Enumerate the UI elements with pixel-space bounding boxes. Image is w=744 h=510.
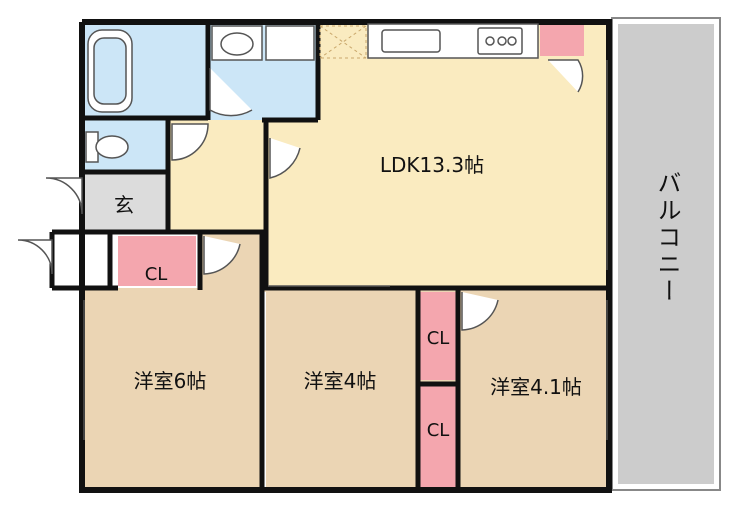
western-room-1-label: 洋室6帖 xyxy=(134,369,207,393)
entrance-label: 玄 xyxy=(114,193,134,217)
closet-3 xyxy=(418,386,458,490)
pantry-area xyxy=(319,25,367,59)
washing-machine-space xyxy=(265,25,315,61)
fridge-space xyxy=(540,22,584,56)
toilet-icon xyxy=(85,131,129,163)
closet-2-label: CL xyxy=(427,328,450,349)
ldk-floor xyxy=(266,55,608,287)
balcony xyxy=(611,17,721,491)
kitchen-counter xyxy=(367,23,539,59)
western-room-2-label: 洋室4帖 xyxy=(304,369,377,393)
closet-1-label: CL xyxy=(145,264,168,285)
closet-1 xyxy=(118,236,196,286)
western-room-2-floor xyxy=(266,288,418,490)
sliding-doors xyxy=(83,60,608,440)
western-room-1-floor xyxy=(82,288,262,490)
door-swings xyxy=(17,59,584,331)
balcony-label: バルコニー xyxy=(653,171,681,306)
washbasin-icon xyxy=(211,25,263,61)
interior-walls xyxy=(49,22,609,490)
closet-2 xyxy=(418,292,458,380)
bathtub-icon xyxy=(87,29,133,113)
closet-3-label: CL xyxy=(427,420,450,441)
entrance-floor xyxy=(82,172,168,232)
western-room-3-label: 洋室4.1帖 xyxy=(490,375,582,399)
ldk-label: LDK13.3帖 xyxy=(380,153,484,177)
